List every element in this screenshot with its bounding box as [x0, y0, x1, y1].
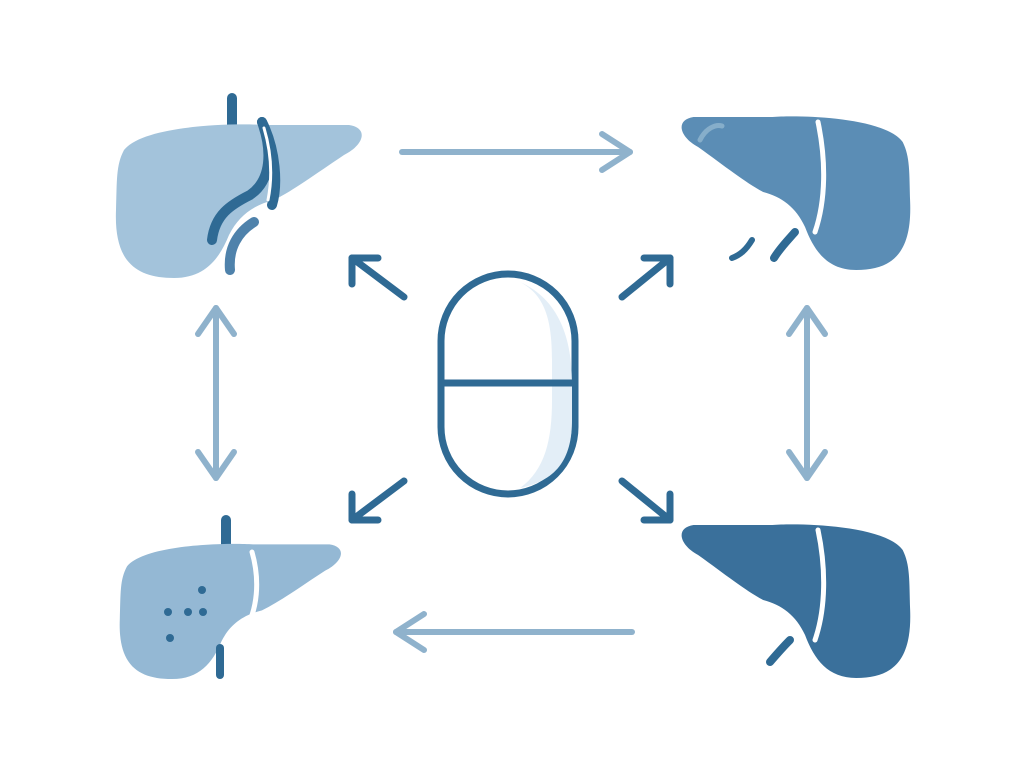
liver-bottom-right [681, 524, 911, 678]
arrow-to-top-right [618, 254, 674, 301]
center-pill [437, 270, 579, 498]
arrow-to-top-left [348, 254, 408, 301]
arrow-to-bottom-left [348, 477, 408, 524]
arrow-top [399, 131, 633, 173]
liver-top-right [681, 116, 911, 270]
arrow-bottom [393, 611, 635, 653]
arrow-to-bottom-right [618, 477, 674, 524]
arrow-left-vertical [195, 305, 237, 481]
liver-icon [681, 116, 911, 270]
liver-top-left [115, 93, 362, 278]
liver-icon [119, 543, 341, 680]
vessel-icon [224, 217, 259, 275]
arrow-right-vertical [786, 305, 828, 481]
spots-icon [164, 586, 207, 642]
liver-bottom-left [119, 515, 341, 680]
liver-icon [681, 524, 911, 678]
